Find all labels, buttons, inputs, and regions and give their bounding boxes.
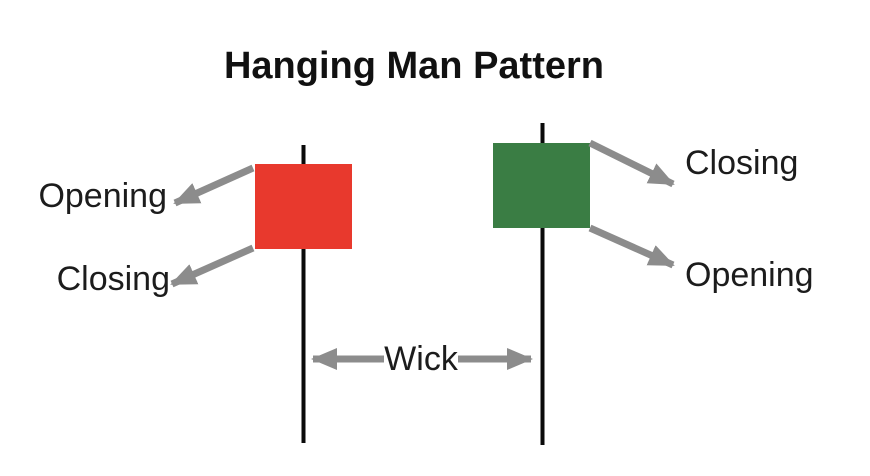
left-opening-label: Opening <box>38 177 167 215</box>
right-candle-bullish <box>493 123 590 445</box>
right-closing-arrow <box>588 139 675 188</box>
left-opening-arrow <box>173 164 255 207</box>
left-closing-arrow <box>170 244 255 288</box>
left-candle-bearish <box>255 145 352 443</box>
right-opening-arrow <box>588 224 675 269</box>
left-candle-body <box>255 164 352 249</box>
right-candle-body <box>493 143 590 228</box>
diagram-title: Hanging Man Pattern <box>224 45 604 87</box>
right-opening-label: Opening <box>685 256 814 294</box>
right-closing-label: Closing <box>685 144 798 182</box>
left-closing-label: Closing <box>57 260 170 298</box>
wick-label: Wick <box>384 340 459 378</box>
